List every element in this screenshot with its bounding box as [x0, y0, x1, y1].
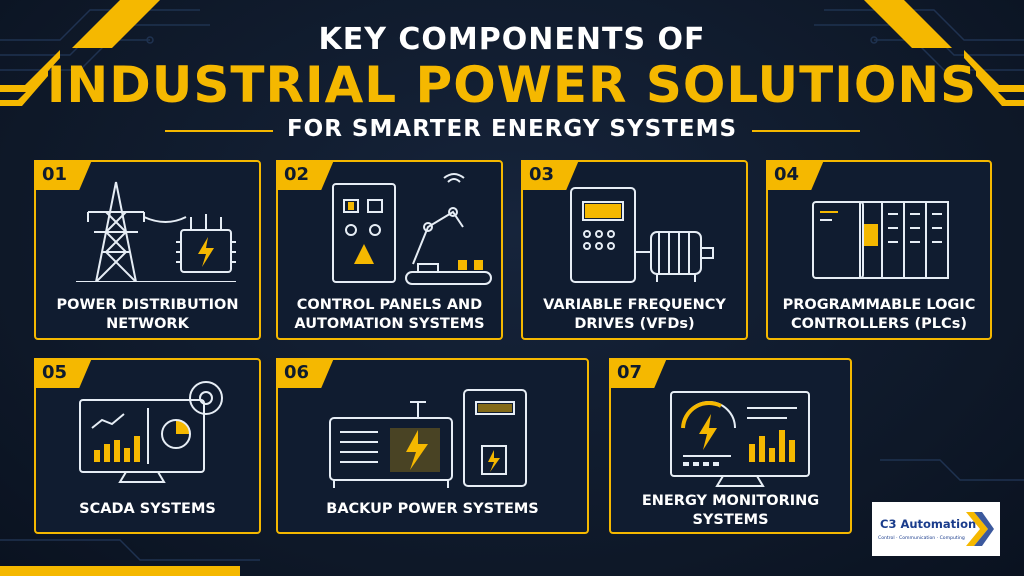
- scada-monitor-icon: [79, 381, 223, 483]
- card-power-distribution: 01 POWER DISTRIBUTION NETWORK: [34, 160, 261, 340]
- card-label: PROGRAMMABLE LOGIC CONTROLLERS (PLCs): [782, 297, 976, 332]
- card-label: SCADA SYSTEMS: [79, 501, 216, 517]
- card-control-panels: 02 CONTROL PANELS AND AUTOMATION SYSTEMS: [276, 160, 503, 340]
- transmission-tower-transformer-icon: [76, 181, 236, 282]
- title-line-2: INDUSTRIAL POWER SOLUTIONS: [46, 56, 978, 114]
- subtitle-rule-right: [752, 130, 860, 132]
- subtitle: FOR SMARTER ENERGY SYSTEMS: [286, 116, 738, 142]
- card-label: CONTROL PANELS AND AUTOMATION SYSTEMS: [294, 297, 485, 332]
- card-number-badge: 03: [521, 160, 579, 190]
- logo-tagline: Control · Communication · Computing: [878, 536, 965, 541]
- card-vfd: 03 VARIABLE FREQUENCY DRIVES (VFDs): [521, 160, 748, 340]
- card-plc: 04 PROGRAMMABLE LOGIC CONTROLLERS (PLCs): [766, 160, 992, 340]
- card-label: VARIABLE FREQUENCY DRIVES (VFDs): [543, 297, 726, 332]
- chevron-right-icon: [966, 512, 994, 546]
- plc-rack-icon: [812, 201, 949, 279]
- card-scada: 05 SCADA SYSTEMS: [34, 358, 261, 534]
- generator-battery-icon: [329, 389, 527, 488]
- logo-name: C3 Automation: [880, 517, 977, 531]
- card-number-badge: 02: [276, 160, 334, 190]
- company-logo[interactable]: C3 Automation Control · Communication · …: [872, 502, 1000, 556]
- card-energy-monitoring: 07 ENERGY MONITORING SYSTEM: [609, 358, 852, 534]
- vfd-motor-icon: [570, 187, 714, 283]
- card-number-badge: 05: [34, 358, 92, 388]
- card-backup-power: 06 BACKUP POWER SYSTEMS: [276, 358, 589, 534]
- energy-monitor-icon: [670, 391, 810, 487]
- title-line-1: KEY COMPONENTS OF: [318, 22, 706, 57]
- control-panel-robot-arm-icon: [332, 173, 492, 285]
- card-label: ENERGY MONITORING SYSTEMS: [641, 493, 820, 528]
- card-label: POWER DISTRIBUTION NETWORK: [56, 297, 239, 332]
- card-label: BACKUP POWER SYSTEMS: [326, 501, 539, 517]
- subtitle-rule-left: [165, 130, 273, 132]
